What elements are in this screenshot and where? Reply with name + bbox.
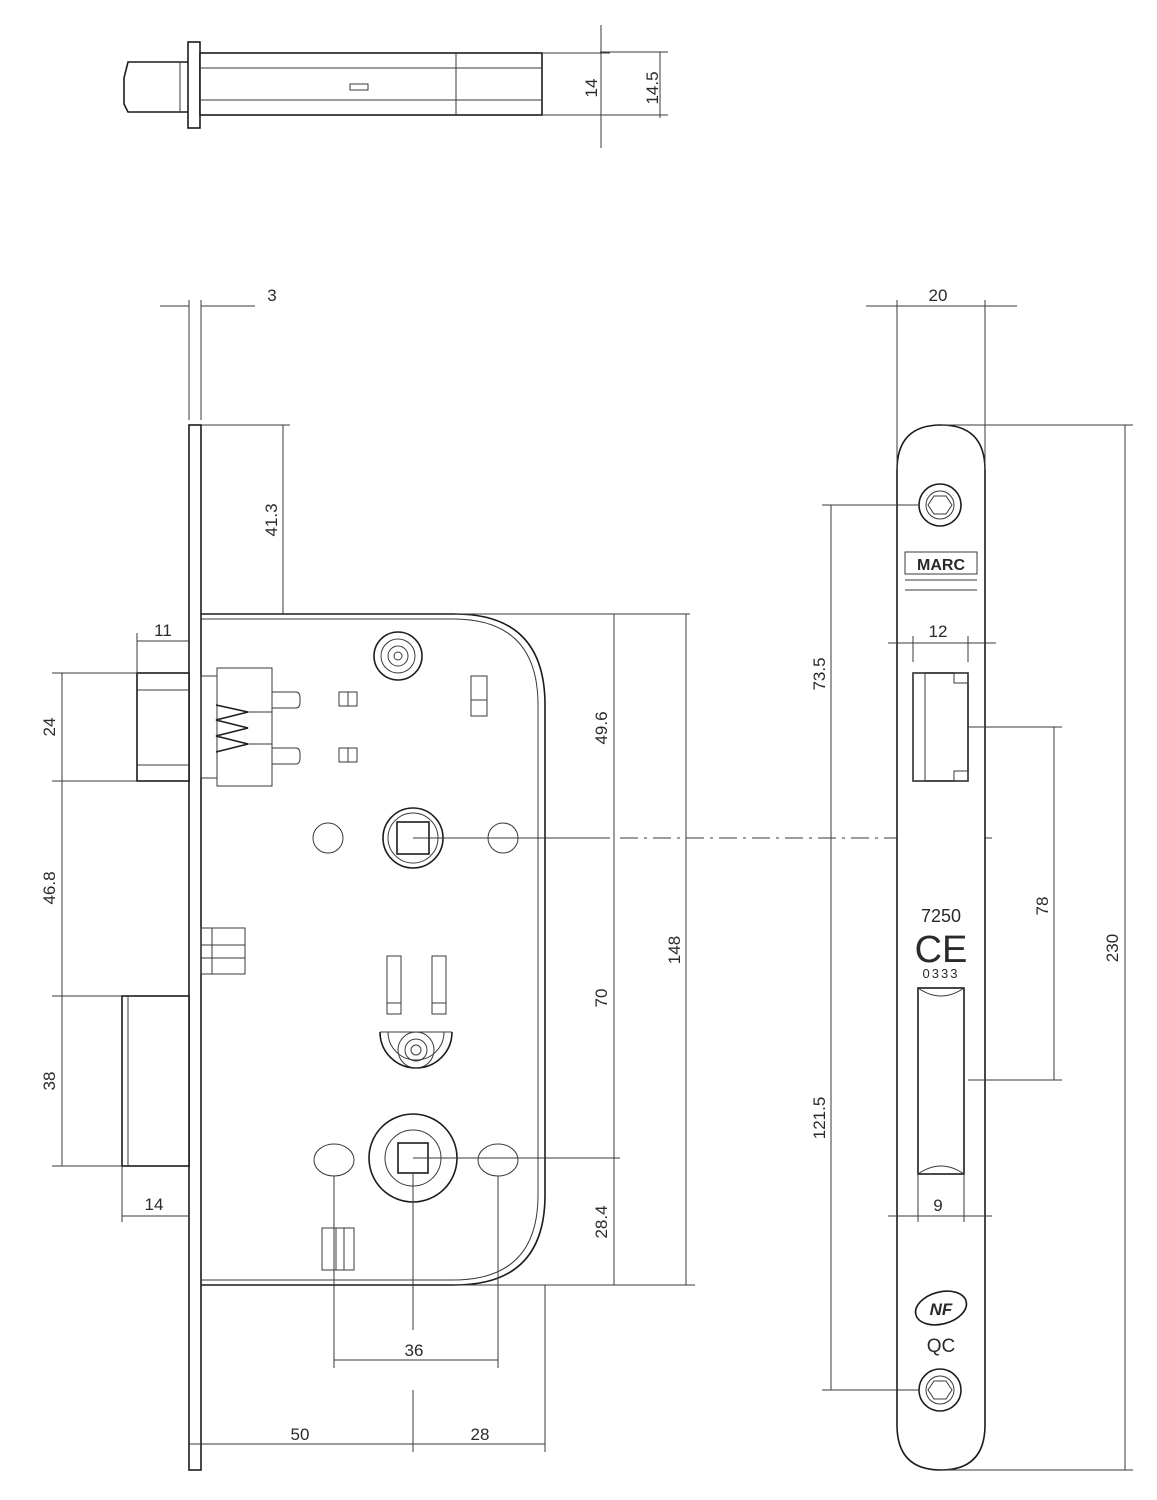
dim-bolt-slot-offset: 78: [1033, 897, 1052, 916]
dim-bolt-slot-width: 9: [933, 1196, 942, 1215]
dim-top-offset: 41.3: [262, 503, 281, 536]
top-view: [123, 25, 668, 148]
dim-14-top: 14: [582, 79, 601, 98]
dim-latch-slot-width: 12: [929, 622, 948, 641]
dim-top-screw-to-follower: 73.5: [810, 657, 829, 690]
ce-number: 0333: [923, 966, 960, 981]
dim-case-height: 148: [665, 936, 684, 964]
brand-marking: MARC: [917, 557, 965, 574]
side-view-faceplate: [822, 300, 1133, 1471]
dim-backset: 50: [291, 1425, 310, 1444]
dim-latch-height: 24: [40, 718, 59, 737]
dim-faceplate-width: 20: [929, 286, 948, 305]
dim-faceplate-length: 230: [1103, 934, 1122, 962]
nf-mark: NF: [930, 1300, 953, 1319]
dim-bolt-projection: 14: [145, 1195, 164, 1214]
dim-latch-to-bolt: 46.8: [40, 871, 59, 904]
dim-latch-projection: 11: [154, 621, 172, 640]
front-view: [52, 300, 695, 1471]
dim-follower-to-bottom-screw: 121.5: [810, 1097, 829, 1140]
dim-spindle-to-bottom: 28.4: [592, 1205, 611, 1238]
dim-bolt-height: 38: [40, 1072, 59, 1091]
dim-case-depth-rest: 28: [471, 1425, 490, 1444]
ce-mark: CE: [915, 929, 968, 971]
model-marking: 7250: [921, 906, 961, 926]
dim-faceplate-thickness: 3: [267, 286, 276, 305]
dim-follower-to-spindle: 70: [592, 989, 611, 1008]
qc-mark: QC: [927, 1336, 956, 1357]
dim-top-to-follower: 49.6: [592, 711, 611, 744]
dim-14-5: 14.5: [643, 71, 662, 104]
dim-screw-spacing: 36: [405, 1341, 424, 1360]
